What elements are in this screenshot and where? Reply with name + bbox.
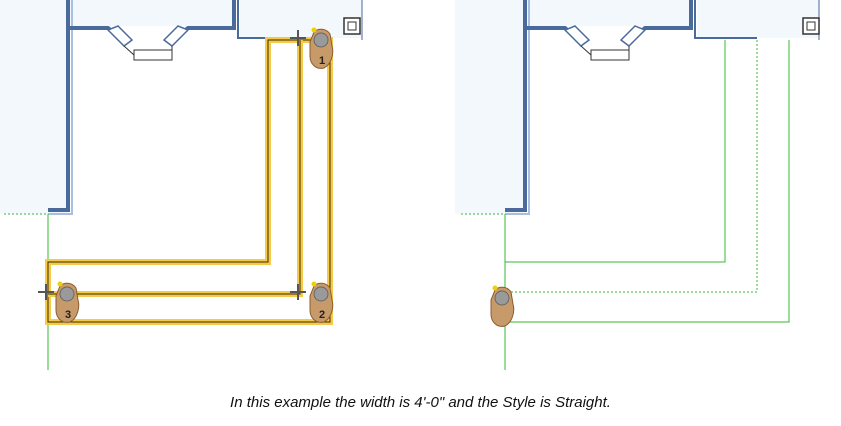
highlighted-path	[45, 37, 333, 325]
top-room-fill	[70, 0, 236, 26]
left-diagram-panel: 1 2 3	[0, 0, 370, 375]
right-wall-left	[505, 0, 527, 212]
window-corner-icon	[343, 17, 361, 35]
right-window-corner-icon	[802, 17, 820, 35]
click-3-hand-icon: 3	[55, 281, 80, 323]
completed-path	[505, 40, 790, 323]
right-diagram-canvas	[455, 0, 820, 370]
crosshair-icon	[38, 30, 306, 300]
click-1-label: 1	[319, 55, 325, 67]
click-2-label: 2	[319, 309, 325, 321]
right-top-right-room-fill	[697, 0, 819, 38]
top-right-room-fill	[240, 0, 362, 38]
window-symbol	[106, 25, 190, 61]
hand-cursor-icon	[490, 285, 515, 327]
wall-left	[48, 0, 70, 212]
click-2-hand-icon: 2	[309, 281, 334, 323]
right-wall-top-right	[694, 0, 757, 39]
click-1-hand-icon: 1	[309, 27, 334, 69]
right-wall-left-inner	[505, 0, 530, 215]
right-left-room-fill	[455, 0, 523, 214]
left-diagram-canvas: 1 2 3	[0, 0, 363, 370]
left-room-fill	[0, 0, 68, 214]
right-window-symbol	[563, 25, 647, 61]
wall-left-inner	[48, 0, 73, 215]
right-top-room-fill	[527, 0, 693, 26]
right-diagram-panel	[455, 0, 841, 375]
click-3-label: 3	[65, 309, 71, 321]
figure-caption: In this example the width is 4'-0" and t…	[230, 394, 611, 411]
